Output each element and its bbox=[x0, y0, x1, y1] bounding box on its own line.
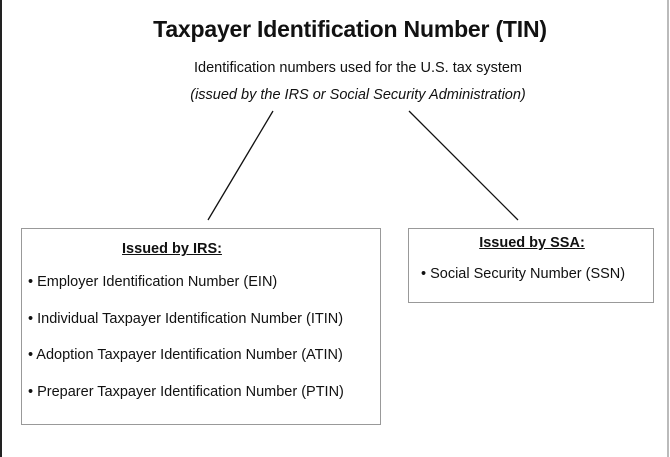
right-border bbox=[667, 0, 669, 457]
irs-item-itin: • Individual Taxpayer Identification Num… bbox=[28, 311, 344, 327]
irs-item-ptin: • Preparer Taxpayer Identification Numbe… bbox=[28, 384, 344, 400]
ssa-box: Issued by SSA: • Social Security Number … bbox=[408, 228, 654, 303]
connector-to-ssa bbox=[408, 110, 519, 221]
irs-item-atin: • Adoption Taxpayer Identification Numbe… bbox=[28, 347, 343, 363]
irs-item-ein: • Employer Identification Number (EIN) bbox=[28, 274, 278, 290]
irs-box: Issued by IRS: • Employer Identification… bbox=[21, 228, 381, 425]
ssa-item-ssn: • Social Security Number (SSN) bbox=[421, 266, 626, 282]
left-border bbox=[0, 0, 2, 457]
irs-heading: Issued by IRS: bbox=[122, 241, 222, 257]
diagram-note: (issued by the IRS or Social Security Ad… bbox=[190, 87, 526, 103]
diagram-subtitle: Identification numbers used for the U.S.… bbox=[193, 60, 522, 76]
connector-to-irs bbox=[207, 110, 274, 221]
diagram-title: Taxpayer Identification Number (TIN) bbox=[153, 16, 547, 42]
ssa-heading: Issued by SSA: bbox=[479, 235, 585, 251]
